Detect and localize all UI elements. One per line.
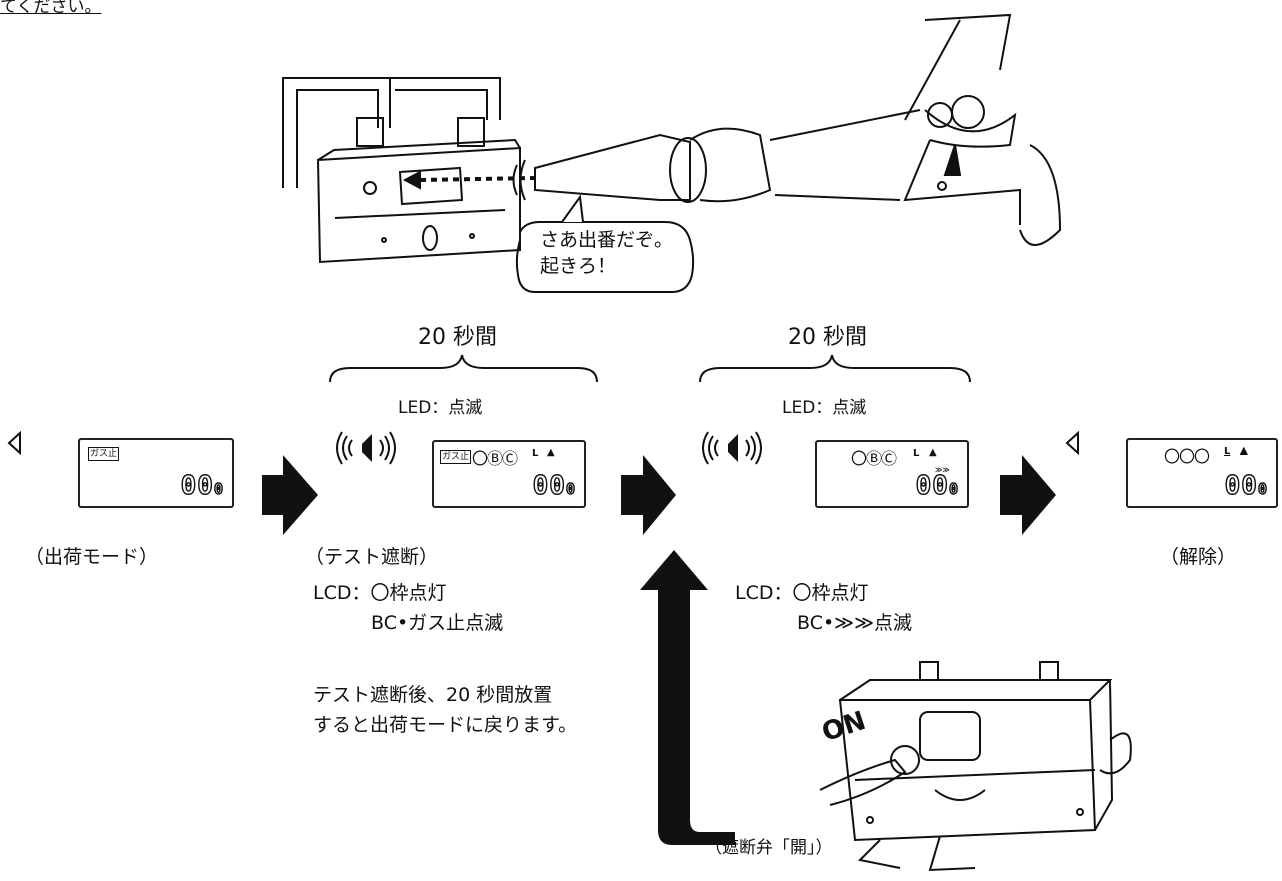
bc-circles: 〇ⒷⒸ xyxy=(472,449,518,468)
speech-line-2: 起きろ！ xyxy=(540,254,617,277)
lcd-panel-waiting: 〇ⒷⒸ L ▲ ≫≫ 000 xyxy=(815,440,969,508)
gas-meter-illustration xyxy=(282,77,521,264)
led-label-1: LED：点滅 xyxy=(398,398,483,418)
state-release-label: （解除） xyxy=(1160,546,1237,568)
lcd-note-right: LCD：〇枠点灯 BC•≫≫点滅 xyxy=(735,582,912,636)
lcd-digits: 000 xyxy=(915,470,959,501)
valve-meter-illustration xyxy=(819,661,1132,872)
bc-circles: 〇〇〇 xyxy=(1164,447,1210,466)
flame-icon: ▲ xyxy=(547,447,555,458)
chevrons-icon: ≫≫ xyxy=(935,466,950,474)
lcd-digit-text: 00 xyxy=(1224,470,1258,501)
lcd-note-right-line2: BC•≫≫点滅 xyxy=(797,611,912,634)
lcd-unit-text: 0 xyxy=(1257,479,1268,498)
flame-icon: ▲ xyxy=(1240,445,1248,456)
state-shipping-label: （出荷モード） xyxy=(25,546,159,568)
speech-line-1: さあ出番だぞ。 xyxy=(540,229,674,251)
return-note: テスト遮断後、20 秒間放置 すると出荷モードに戻ります。 xyxy=(313,680,577,741)
lcd-note-right-line1: LCD：〇枠点灯 xyxy=(735,582,869,604)
led-label-2: LED：点滅 xyxy=(782,398,867,418)
lcd-unit-text: 0 xyxy=(565,479,576,498)
duration-label-2: 20 秒間 xyxy=(788,325,867,350)
bc-circles: 〇ⒷⒸ xyxy=(851,449,897,468)
duration-label-1: 20 秒間 xyxy=(418,325,497,350)
lcd-panel-test: ガス止 〇ⒷⒸ L ▲ 000 xyxy=(432,440,586,508)
lcd-digit-text: 00 xyxy=(915,470,949,501)
state-test-label: （テスト遮断） xyxy=(305,546,439,568)
speech-bubble-text: さあ出番だぞ。 起きろ！ xyxy=(540,228,673,279)
return-note-line1: テスト遮断後、20 秒間放置 xyxy=(313,684,553,706)
speech-bubble xyxy=(515,221,695,293)
valve-open-label: （遮断弁「開」） xyxy=(705,838,833,858)
gas-stop-indicator: ガス止 xyxy=(88,447,120,461)
top-instruction-text: てください。 xyxy=(0,0,102,17)
lcd-digit-text: 00 xyxy=(532,470,566,501)
lcd-note-left: LCD：〇枠点灯 BC•ガス止点滅 xyxy=(313,582,503,636)
brace-2 xyxy=(699,354,971,383)
lcd-digits: 000 xyxy=(180,470,224,501)
gas-stop-indicator: ガス止 xyxy=(440,450,472,464)
lcd-note-left-line2: BC•ガス止点滅 xyxy=(371,611,504,634)
lcd-digits: 000 xyxy=(532,470,576,501)
return-note-line2: すると出荷モードに戻ります。 xyxy=(313,714,578,737)
buzzer-icon-1 xyxy=(362,434,372,462)
lcd-unit-text: 0 xyxy=(213,479,224,498)
lcd-note-left-line1: LCD：〇枠点灯 xyxy=(313,582,447,604)
lcd-digit-text: 00 xyxy=(180,470,214,501)
l-indicator: L xyxy=(1224,446,1231,457)
lcd-unit-text: 0 xyxy=(948,479,959,498)
flame-icon: ▲ xyxy=(929,447,937,458)
l-indicator: L xyxy=(913,448,920,459)
tester-illustration xyxy=(534,13,1062,246)
lcd-panel-shipping: ガス止 000 xyxy=(78,438,234,508)
lcd-panel-release: 〇〇〇 L ▲ 000 xyxy=(1126,438,1278,508)
l-indicator: L xyxy=(532,448,539,459)
lcd-digits: 000 xyxy=(1224,470,1268,501)
flow-arrows xyxy=(262,455,1056,845)
brace-1 xyxy=(329,354,598,383)
